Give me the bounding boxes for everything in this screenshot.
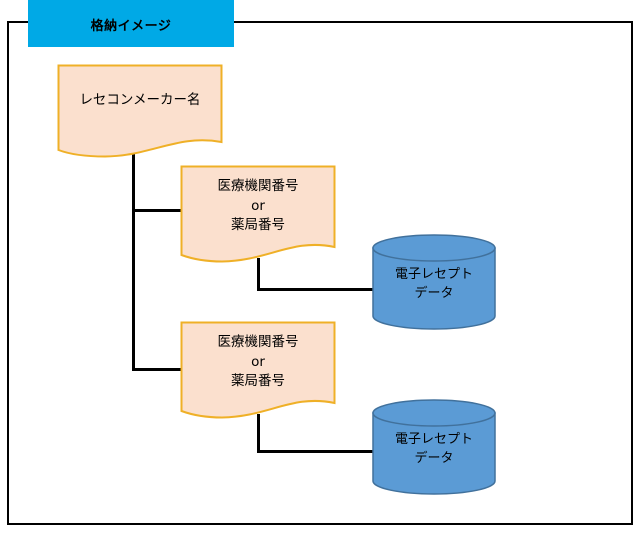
connector-maker-to-org-1-horizontal	[132, 209, 184, 212]
node-electronic-receipt-data-1[interactable]: 電子レセプト データ	[372, 234, 496, 330]
node-label: レセコンメーカー名	[79, 92, 201, 108]
document-shape-icon	[180, 321, 336, 419]
node-medical-institution-code-2[interactable]: 医療機関番号 or 薬局番号	[180, 321, 336, 420]
node-electronic-receipt-data-2[interactable]: 電子レセプト データ	[372, 399, 496, 495]
title-banner: 格納イメージ	[28, 0, 234, 47]
connector-org-2-to-data-2-horizontal	[257, 450, 382, 453]
node-label: 医療機関番号 or 薬局番号	[217, 334, 299, 390]
document-shape-icon	[57, 64, 223, 158]
node-label: 電子レセプト データ	[394, 432, 473, 466]
node-receipt-computer-maker[interactable]: レセコンメーカー名	[57, 64, 223, 159]
connector-org-2-to-data-2-vertical	[257, 414, 260, 453]
node-label: 医療機関番号 or 薬局番号	[217, 178, 299, 234]
node-label: 電子レセプト データ	[394, 267, 473, 301]
connector-maker-trunk-vertical	[132, 152, 135, 371]
document-shape-icon	[180, 165, 336, 263]
node-medical-institution-code-1[interactable]: 医療機関番号 or 薬局番号	[180, 165, 336, 264]
connector-org-1-to-data-1-vertical	[257, 258, 260, 291]
connector-maker-to-org-2-horizontal	[132, 368, 184, 371]
connector-org-1-to-data-1-horizontal	[257, 288, 382, 291]
diagram-frame	[7, 21, 633, 525]
page-title: 格納イメージ	[90, 19, 172, 34]
database-cylinder-icon	[372, 399, 496, 495]
database-cylinder-icon	[372, 234, 496, 330]
